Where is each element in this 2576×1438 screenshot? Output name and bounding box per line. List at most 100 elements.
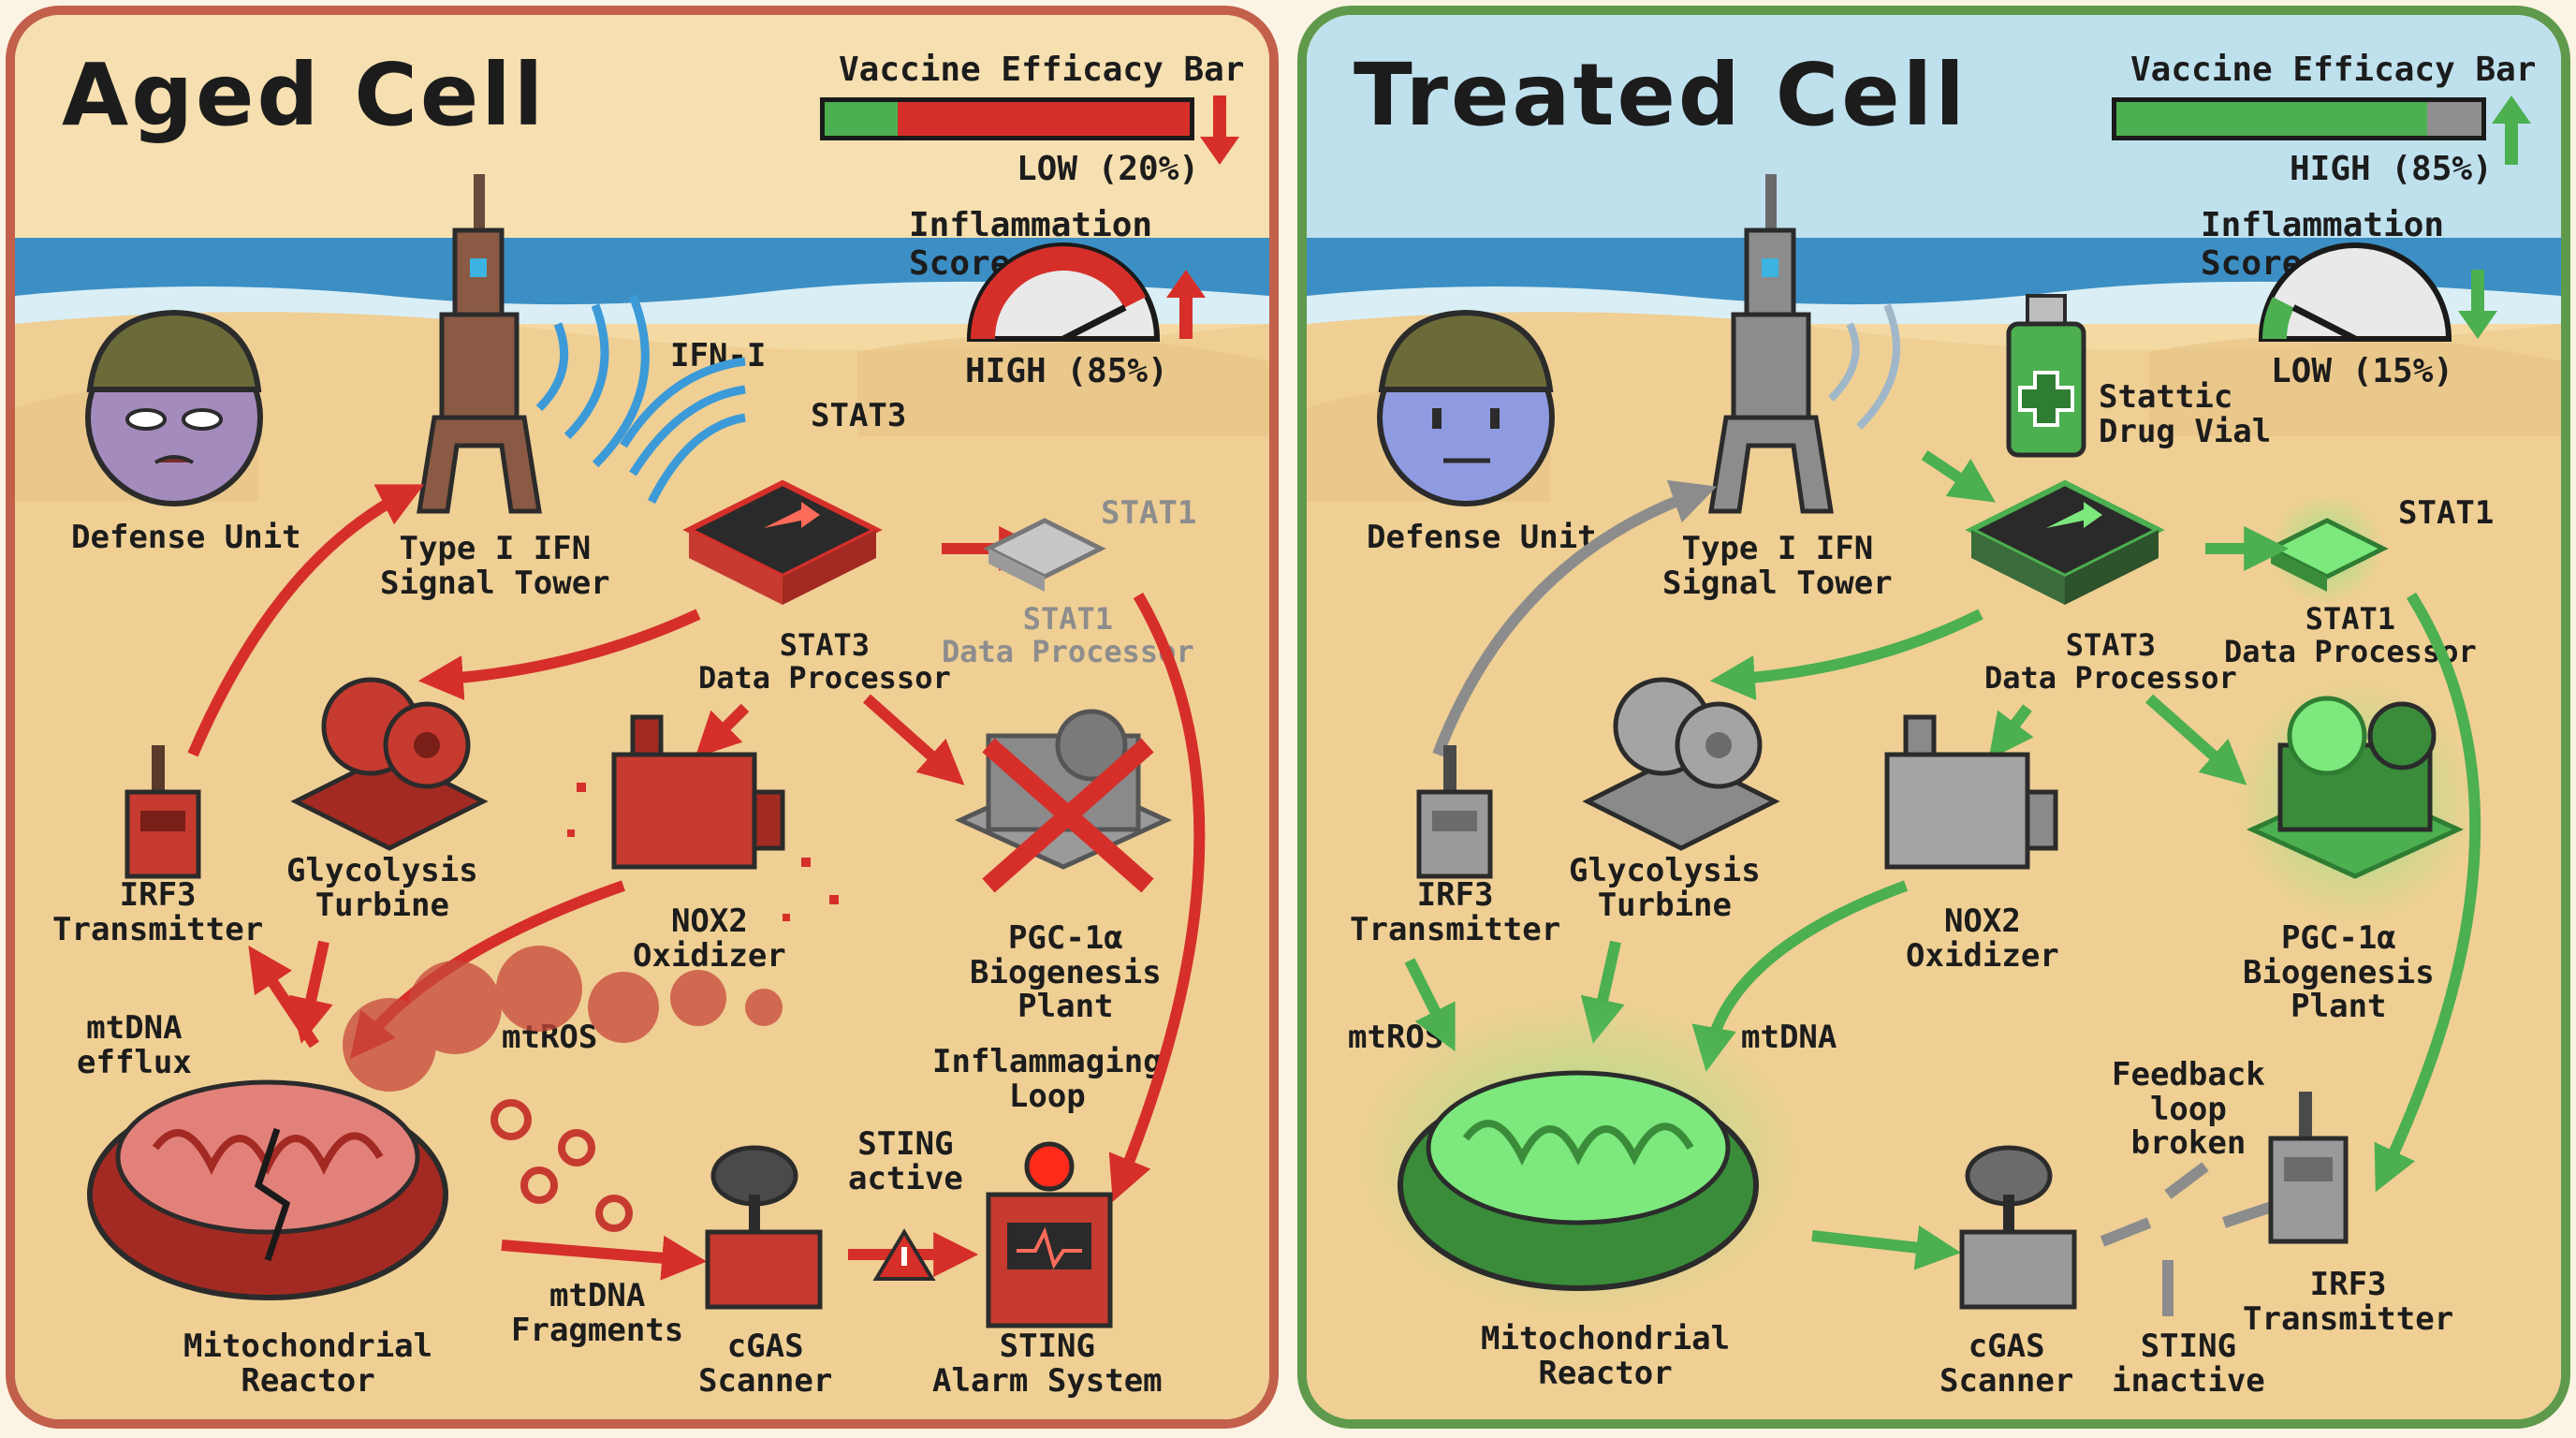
inflammation-score-value: LOW (15%) [2271, 352, 2454, 390]
tower-label-line1: Type I IFN [1681, 530, 1874, 567]
stat3-proc-line2: Data Processor [1984, 659, 2237, 696]
warning-icon [872, 1228, 936, 1281]
feedback-line3: broken [2130, 1124, 2247, 1163]
arrow-down-icon [2458, 270, 2497, 339]
vaccine-efficacy-label: Vaccine Efficacy Bar [839, 51, 1245, 89]
stat1-proc-line2: Data Processor [942, 633, 1194, 669]
irf3-right-line1: IRF3 [2309, 1266, 2387, 1303]
mtdna-fragment-icon [490, 1099, 633, 1232]
defense-unit-label: Defense Unit [1367, 519, 1597, 556]
glycolysis-turbine-icon [1582, 677, 1780, 851]
mito-line1: Mitochondrial [1481, 1320, 1731, 1357]
inactive-arrow [1432, 479, 1718, 757]
pgc-plant-active-icon [2233, 680, 2477, 923]
pgc-line2: Biogenesis [970, 953, 1162, 991]
irf3-transmitter-icon [1416, 745, 1493, 879]
vaccine-efficacy-remainder [898, 102, 1190, 136]
feedback-line2: loop [2149, 1090, 2227, 1128]
vaccine-efficacy-fill [825, 102, 898, 136]
panel-title: Treated Cell [1354, 45, 1968, 145]
stat1-proc-line1: STAT1 [1022, 601, 1114, 637]
inflammaging-line1: Inflammaging [932, 1043, 1163, 1080]
mtdna-efflux-line1: mtDNA [86, 1009, 183, 1047]
tower-label-line2: Signal Tower [380, 564, 610, 602]
cgas-line2: Scanner [1939, 1361, 2074, 1400]
glycolysis-line1: Glycolysis [1569, 852, 1761, 889]
defense-unit-icon [1377, 309, 1555, 506]
vaccine-efficacy-bar [820, 97, 1194, 140]
vaccine-efficacy-fill [2116, 102, 2427, 136]
feedback-line1: Feedback [2112, 1056, 2265, 1093]
arrow-up-icon [2492, 95, 2531, 165]
drug-line1: Stattic [2099, 378, 2233, 416]
glycolysis-line2: Turbine [1597, 886, 1732, 924]
stat1-processor-icon [2265, 492, 2389, 605]
irf3-left-line2: Transmitter [1350, 910, 1561, 948]
panel-title: Aged Cell [62, 45, 547, 145]
irf3-line2: Transmitter [52, 910, 264, 948]
signal-tower-icon [417, 174, 542, 514]
drug-line2: Drug Vial [2099, 412, 2272, 450]
treated-cell-panel: Treated Cell Vaccine Efficacy Bar HIGH (… [1297, 6, 2570, 1429]
stat1-up-label: STAT1 [2398, 494, 2495, 532]
sting-inactive-line1: STING [2140, 1328, 2237, 1365]
nox2-line2: Oxidizer [633, 936, 786, 975]
vaccine-efficacy-value: HIGH (85%) [2290, 150, 2493, 188]
pgc-line1: PGC-1α [1007, 919, 1123, 957]
stat3-processor-icon [682, 479, 883, 605]
aged-cell-panel: Aged Cell Vaccine Efficacy Bar LOW (20%)… [6, 6, 1279, 1429]
glycolysis-line2: Turbine [315, 886, 449, 924]
mtdna-efflux-line2: efflux [77, 1043, 192, 1081]
stat3-proc-line1: STAT3 [779, 627, 871, 663]
arrow-down-icon [1200, 95, 1239, 165]
aged-diagram-graphics [85, 95, 1239, 1328]
mitochondrial-reactor-icon [87, 1079, 448, 1300]
irf3-right-transmitter-icon [2268, 1092, 2349, 1244]
stattic-vial-icon [2006, 294, 2086, 458]
irf3-transmitter-icon [124, 745, 201, 879]
pgc-line1: PGC-1α [2280, 919, 2396, 957]
stat3-up-label: STAT3 [811, 397, 907, 434]
irf3-line1: IRF3 [119, 876, 197, 914]
sting-alarm-line2: Alarm System [932, 1361, 1163, 1400]
defense-unit-label: Defense Unit [71, 519, 301, 556]
mtros-smoke-icon [343, 946, 783, 1092]
fragments-line2: Fragments [511, 1311, 684, 1349]
inflammaging-line2: Loop [1008, 1077, 1086, 1115]
pgc-line3: Plant [1017, 988, 1114, 1026]
pathway-arrows [1404, 450, 2481, 1270]
treated-diagram-graphics [1354, 95, 2531, 1316]
inflammation-gauge-icon [2258, 242, 2452, 343]
vaccine-efficacy-value: LOW (20%) [1017, 150, 1200, 188]
vaccine-efficacy-label: Vaccine Efficacy Bar [2130, 51, 2537, 89]
mtdna-down-label: mtDNA [1741, 1019, 1837, 1056]
broken-pgc-plant-icon [954, 709, 1173, 893]
sting-active-line1: STING [857, 1125, 954, 1163]
pgc-line2: Biogenesis [2243, 953, 2435, 991]
mitochondrial-reactor-icon [1354, 998, 1803, 1316]
stat1-proc-line1: STAT1 [2305, 601, 2396, 637]
stat1-processor-icon [983, 518, 1106, 592]
cgas-scanner-icon [705, 1145, 823, 1310]
stat1-down-label: STAT1 [1101, 494, 1197, 532]
tower-label-line2: Signal Tower [1662, 564, 1893, 602]
sting-alarm-line1: STING [999, 1328, 1095, 1365]
mito-line2: Reactor [241, 1361, 375, 1400]
stat3-proc-line2: Data Processor [698, 659, 951, 696]
nox2-oxidizer-icon [567, 714, 839, 921]
sting-inactive-line2: inactive [2112, 1361, 2265, 1400]
broken-loop-icon [2100, 1162, 2282, 1316]
sting-active-line2: active [848, 1159, 963, 1197]
signal-tower-icon [1708, 174, 1834, 514]
pgc-line3: Plant [2291, 988, 2387, 1026]
stat3-proc-line1: STAT3 [2065, 627, 2157, 663]
stat3-processor-icon [1965, 479, 2165, 605]
ifn-wave-icon [1828, 303, 1900, 430]
ifn-wave-icon [535, 294, 746, 505]
defense-unit-icon [85, 309, 263, 506]
irf3-right-line2: Transmitter [2243, 1299, 2454, 1338]
sting-alarm-icon [986, 1141, 1113, 1328]
nox2-line2: Oxidizer [1906, 936, 2059, 975]
mito-line1: Mitochondrial [183, 1328, 433, 1365]
mito-line2: Reactor [1538, 1354, 1673, 1392]
